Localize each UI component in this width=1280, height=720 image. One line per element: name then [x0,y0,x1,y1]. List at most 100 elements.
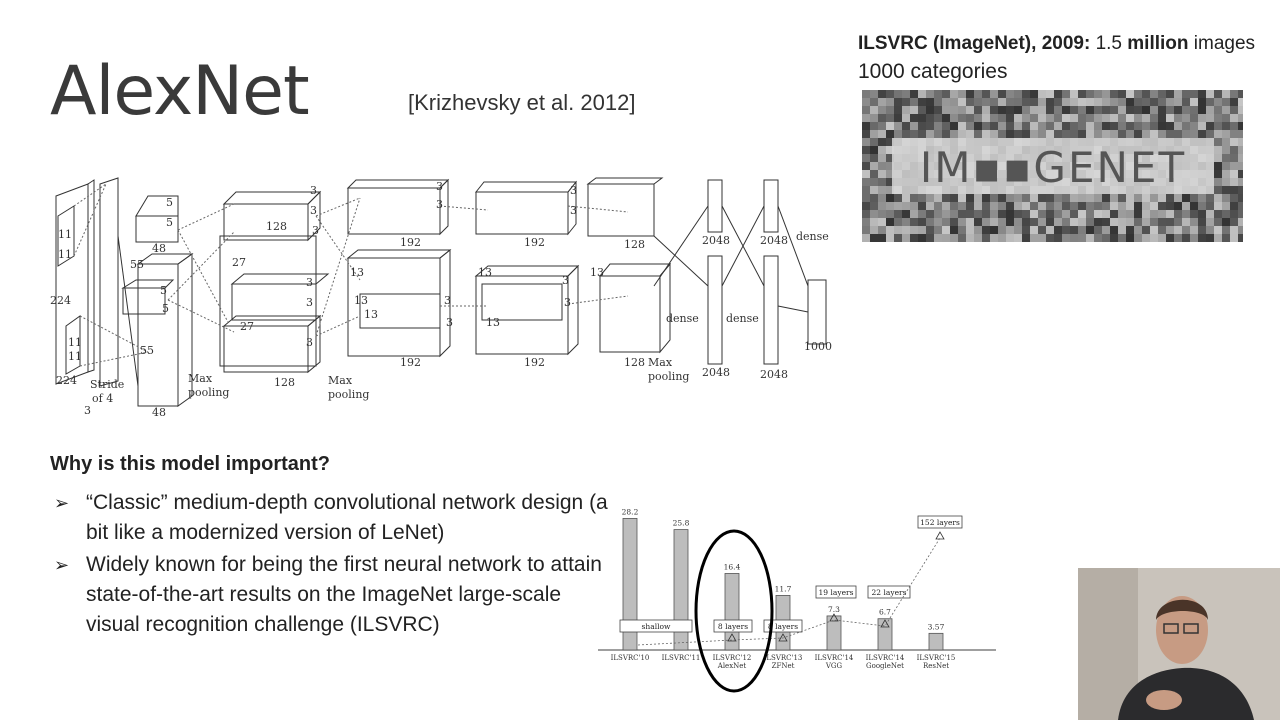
label-c3-3-b: 3 [436,198,443,211]
mosaic-tile [918,90,926,98]
mosaic-tile [1134,194,1142,202]
mosaic-tile [1022,210,1030,218]
mosaic-tile [862,130,870,138]
mosaic-tile [1102,226,1110,234]
mosaic-tile [1134,234,1142,242]
mosaic-tile [894,210,902,218]
mosaic-tile [1174,194,1182,202]
mosaic-tile [1222,186,1230,194]
mosaic-tile [990,202,998,210]
mosaic-tile [1214,202,1222,210]
mosaic-tile [870,90,878,98]
label-c2-27-a: 27 [232,256,246,269]
mosaic-tile [1062,90,1070,98]
label-c3-13-b: 13 [354,294,368,307]
mosaic-tile [1134,218,1142,226]
mosaic-tile [1062,202,1070,210]
mosaic-tile [1230,218,1238,226]
x-tick-label: ILSVRC'15 [917,654,956,662]
mosaic-tile [1182,202,1190,210]
mosaic-tile [1222,202,1230,210]
mosaic-tile [1174,218,1182,226]
mosaic-tile [990,226,998,234]
mosaic-tile [974,106,982,114]
mosaic-tile [886,194,894,202]
mosaic-tile [1150,90,1158,98]
label-c1-5-a: 5 [166,196,173,209]
mosaic-tile [1102,114,1110,122]
mosaic-tile [1238,106,1243,114]
mosaic-tile [998,106,1006,114]
mosaic-tile [1166,202,1174,210]
mosaic-tile [1150,114,1158,122]
mosaic-tile [1214,226,1222,234]
mosaic-tile [1062,234,1070,242]
conv5-blocks [586,177,672,354]
mosaic-tile [1086,106,1094,114]
mosaic-tile [950,114,958,122]
mosaic-tile [918,210,926,218]
mosaic-tile [1190,98,1198,106]
mosaic-tile [1014,202,1022,210]
mosaic-tile [1238,162,1243,170]
label-c2-27-b: 27 [240,320,254,333]
imagenet-stats-line: ILSVRC (ImageNet), 2009: 1.5 million ima… [858,30,1255,58]
mosaic-tile [894,130,902,138]
mosaic-tile [878,194,886,202]
mosaic-tile [1014,130,1022,138]
mosaic-tile [1094,90,1102,98]
mosaic-tile [1006,130,1014,138]
mosaic-tile [902,114,910,122]
vgg-depth-marker [829,613,839,622]
mosaic-tile [942,202,950,210]
bar-value-label: 3.57 [928,622,945,631]
mosaic-tile [1022,90,1030,98]
mosaic-tile [894,114,902,122]
mosaic-tile [982,226,990,234]
mosaic-tile [1078,226,1086,234]
mosaic-tile [870,162,878,170]
mosaic-tile [1062,210,1070,218]
mosaic-tile [958,210,966,218]
mosaic-tile [934,106,942,114]
mosaic-tile [966,226,974,234]
mosaic-tile [1078,194,1086,202]
mosaic-tile [870,210,878,218]
mosaic-tile [886,226,894,234]
mosaic-tile [862,90,870,98]
mosaic-tile [1086,226,1094,234]
mosaic-tile [1230,178,1238,186]
mosaic-tile [974,114,982,122]
mosaic-tile [926,114,934,122]
x-tick-label: ILSVRC'14 [866,654,905,662]
mosaic-tile [950,210,958,218]
mosaic-tile [870,202,878,210]
mosaic-tile [1142,202,1150,210]
mosaic-tile [1046,202,1054,210]
mosaic-tile [1102,130,1110,138]
mosaic-tile [934,218,942,226]
mosaic-tile [942,90,950,98]
mosaic-tile [1118,130,1126,138]
label-c1-48-b: 48 [152,406,166,419]
mosaic-tile [870,234,878,242]
mosaic-tile [1022,130,1030,138]
mosaic-tile [1006,226,1014,234]
label-c3-3-c: 3 [444,294,451,307]
mosaic-tile [1086,234,1094,242]
mosaic-tile [990,98,998,106]
mosaic-tile [1182,114,1190,122]
imagenet-unit: million [1127,33,1189,54]
mosaic-tile [1118,202,1126,210]
mosaic-tile [862,98,870,106]
mosaic-tile [1054,122,1062,130]
mosaic-tile [934,98,942,106]
mosaic-tile [1022,194,1030,202]
mosaic-tile [878,162,886,170]
mosaic-tile [982,202,990,210]
mosaic-tile [1214,114,1222,122]
conv2-blocks [219,190,330,374]
mosaic-tile [918,234,926,242]
mosaic-tile [894,106,902,114]
mosaic-tile [1062,218,1070,226]
